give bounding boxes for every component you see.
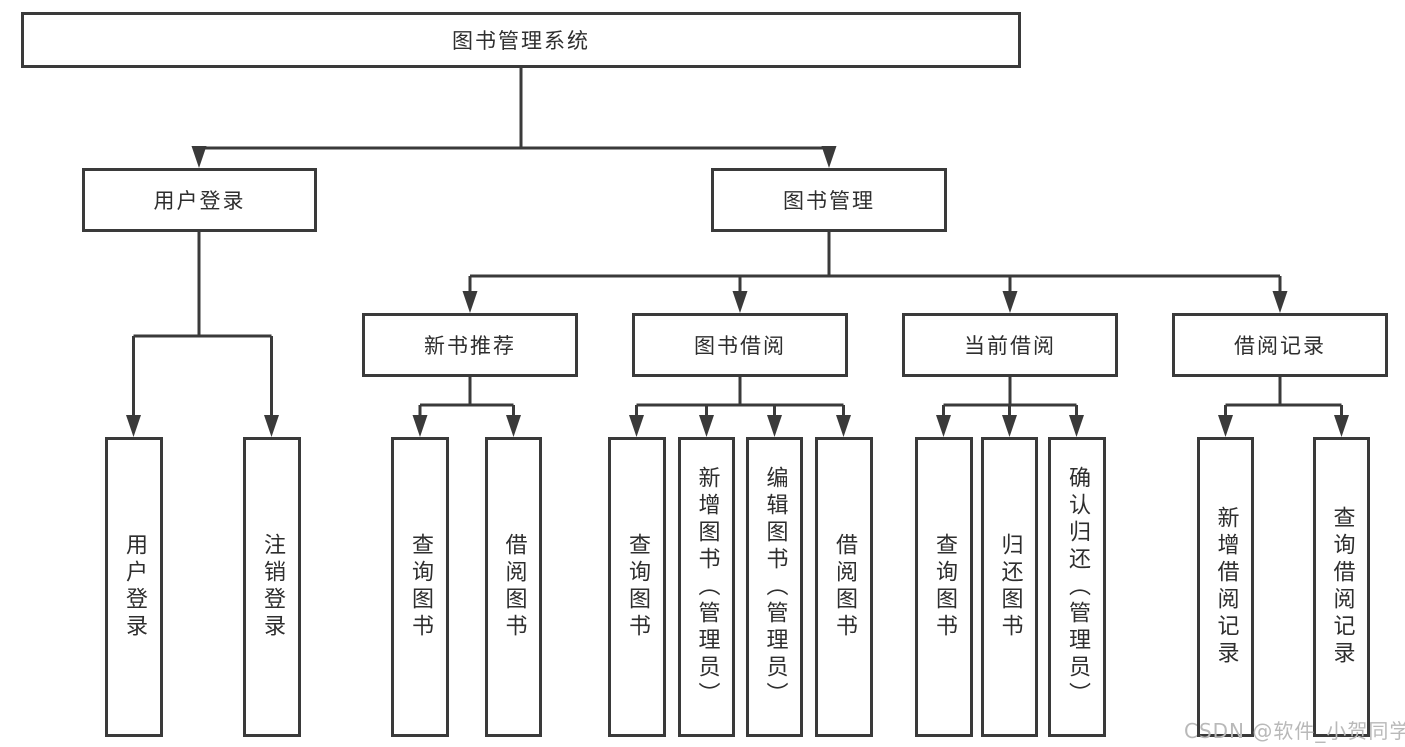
leaf-borrow-books-2: 借阅图书 xyxy=(815,437,873,737)
leaf-confirm-return-admin: 确认归还（管理员） xyxy=(1048,437,1106,737)
node-book-management: 图书管理 xyxy=(711,168,947,232)
leaf-add-books-admin: 新增图书（管理员） xyxy=(678,437,735,737)
leaf-edit-books-admin: 编辑图书（管理员） xyxy=(746,437,803,737)
node-system-root: 图书管理系统 xyxy=(21,12,1021,68)
node-user-login: 用户登录 xyxy=(82,168,317,232)
leaf-query-borrow-record: 查询借阅记录 xyxy=(1313,437,1370,737)
leaf-user-login: 用户登录 xyxy=(105,437,163,737)
node-new-book-recommend: 新书推荐 xyxy=(362,313,578,377)
node-borrowing-records: 借阅记录 xyxy=(1172,313,1388,377)
leaf-query-books-3: 查询图书 xyxy=(915,437,973,737)
leaf-add-borrow-record: 新增借阅记录 xyxy=(1197,437,1254,737)
connector-lines xyxy=(132,68,1343,416)
node-current-borrowing: 当前借阅 xyxy=(902,313,1118,377)
leaf-query-books-1: 查询图书 xyxy=(391,437,449,737)
node-book-borrowing: 图书借阅 xyxy=(632,313,848,377)
leaf-logout: 注销登录 xyxy=(243,437,301,737)
leaf-borrow-books-1: 借阅图书 xyxy=(485,437,542,737)
arrowheads xyxy=(126,146,1349,437)
leaf-query-books-2: 查询图书 xyxy=(608,437,666,737)
csdn-watermark: CSDN @软件_小贺同学 xyxy=(1184,719,1405,743)
leaf-return-books: 归还图书 xyxy=(981,437,1038,737)
